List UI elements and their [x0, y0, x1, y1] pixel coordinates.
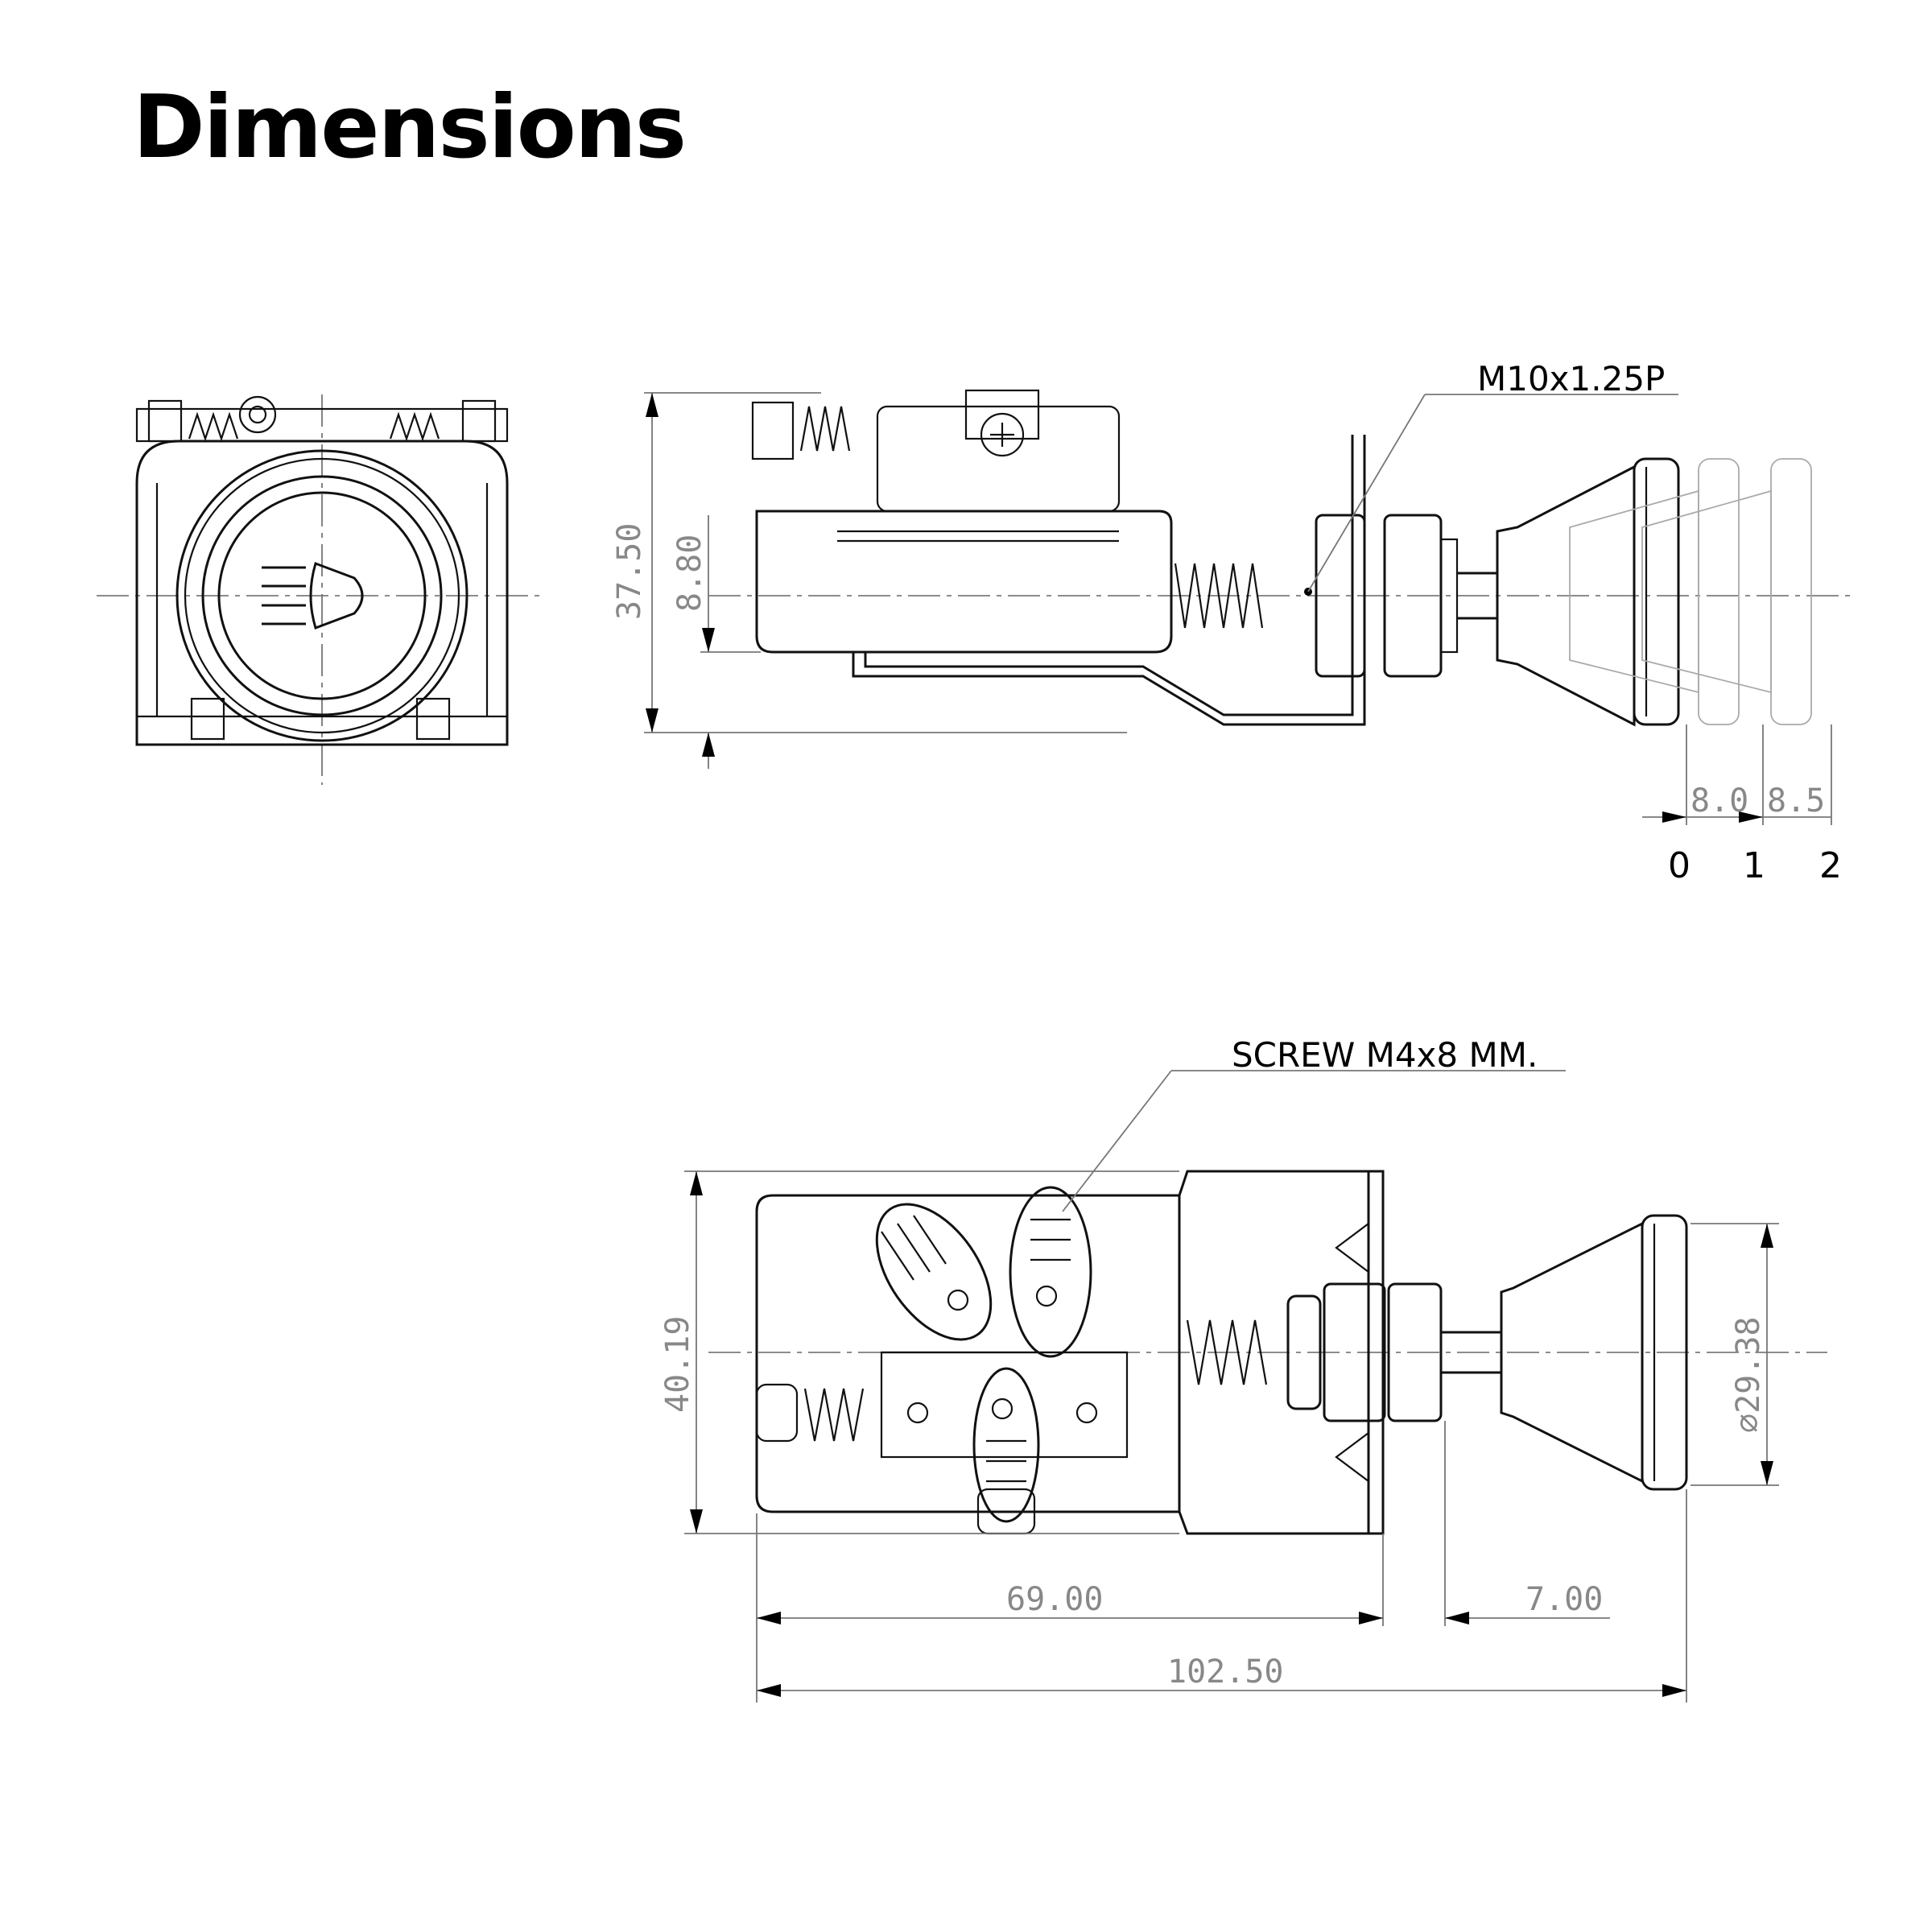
dim-body-length: 69.00: [1006, 1581, 1103, 1618]
dim-height-side: 37.50: [611, 523, 648, 620]
front-view: [97, 394, 539, 785]
dim-panel-gap: 7.00: [1525, 1581, 1603, 1618]
position-0: 0: [1668, 845, 1690, 886]
dim-overall-length: 102.50: [1167, 1653, 1284, 1690]
thread-label: M10x1.25P: [1477, 359, 1665, 398]
dim-offset-side: 8.80: [671, 535, 708, 612]
position-2: 2: [1819, 845, 1842, 886]
screw-label: SCREW M4x8 MM.: [1232, 1035, 1538, 1075]
dim-knob-diameter: ∅29.38: [1730, 1317, 1767, 1434]
dim-height-top: 40.19: [659, 1316, 696, 1413]
top-view: SCREW M4x8 MM. 40.19 ∅29.38 69.00 7.00 1…: [659, 1035, 1827, 1703]
position-1: 1: [1743, 845, 1765, 886]
page-title: Dimensions: [133, 77, 687, 178]
dim-step-1: 8.0: [1690, 782, 1748, 819]
dim-step-2: 8.5: [1767, 782, 1825, 819]
side-view: M10x1.25P 37.50 8.80 8.0 8.5 0 1 2: [611, 359, 1852, 886]
